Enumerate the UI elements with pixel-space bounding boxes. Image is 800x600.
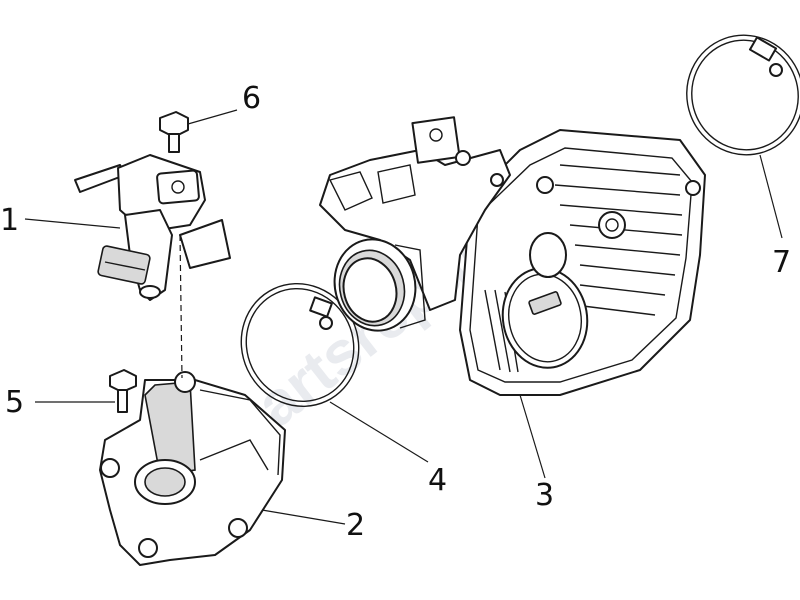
callout-2[interactable]: 2 [346,508,365,543]
callout-7[interactable]: 7 [772,245,791,280]
callout-6[interactable]: 6 [242,81,261,116]
callout-1[interactable]: 1 [0,203,19,238]
leader-lines [24,109,783,525]
callout-3[interactable]: 3 [535,478,554,513]
bolt-upper[interactable] [159,111,189,153]
callout-5[interactable]: 5 [5,385,24,420]
throttle-body[interactable] [319,116,706,396]
hose-clamp-large[interactable] [670,19,800,171]
bolt-lower[interactable] [109,369,137,413]
fuel-injector[interactable] [74,154,231,301]
assembly-line [179,234,183,379]
intake-manifold[interactable] [99,371,286,566]
callout-4[interactable]: 4 [428,463,447,498]
hose-clamp-small[interactable] [221,264,379,425]
